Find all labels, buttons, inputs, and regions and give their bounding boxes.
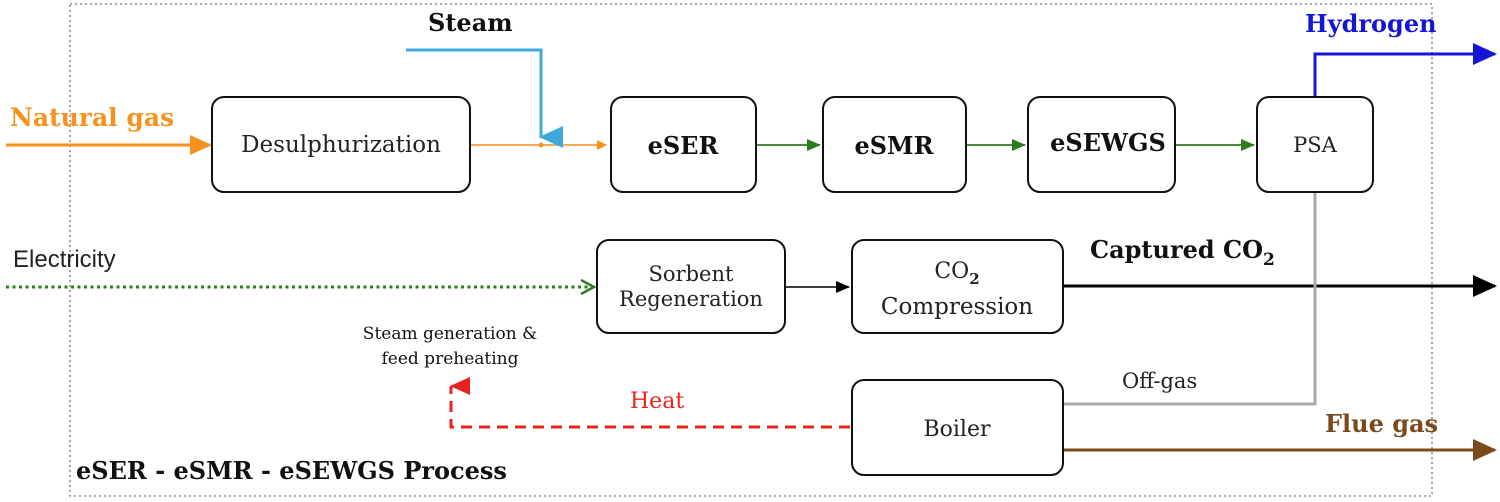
boiler-label: Boiler (923, 417, 991, 442)
steam-generation-label-line2: feed preheating (381, 349, 518, 369)
esewgs-label: eSEWGS (1050, 128, 1166, 157)
sorbent-label-line1: Sorbent (649, 262, 734, 286)
desulphurization-box: Desulphurization (211, 96, 471, 193)
esmr-label: eSMR (854, 131, 934, 160)
steam-junction (538, 142, 544, 148)
psa-label: PSA (1293, 133, 1338, 157)
heat-label: Heat (630, 389, 684, 414)
boiler-box: Boiler (851, 379, 1064, 476)
eser-label: eSER (648, 131, 720, 160)
process-boundary (69, 3, 1433, 497)
natural-gas-label: Natural gas (10, 103, 174, 132)
captured-co2-prefix: Captured CO (1090, 235, 1263, 264)
sorbent-label-line2: Regeneration (619, 287, 763, 311)
off-gas-arrow (1048, 193, 1317, 414)
co2-label-prefix: CO (934, 259, 969, 284)
esewgs-box: eSEWGS (1027, 96, 1176, 193)
captured-co2-subscript: 2 (1263, 250, 1275, 270)
hydrogen-label: Hydrogen (1305, 9, 1437, 38)
desulphurization-label: Desulphurization (241, 132, 441, 158)
steam-arrow (406, 48, 563, 148)
co2-label-subscript: 2 (969, 270, 979, 288)
electricity-label: Electricity (13, 246, 116, 273)
co2-compression-label-line2: Compression (881, 294, 1033, 320)
steam-label: Steam (428, 8, 513, 37)
steam-generation-label-line1: Steam generation & (363, 324, 537, 344)
flue-gas-label: Flue gas (1325, 409, 1438, 438)
hydrogen-arrow (1313, 43, 1497, 97)
eser-box: eSER (610, 96, 757, 193)
off-gas-label: Off-gas (1122, 369, 1197, 393)
esmr-box: eSMR (822, 96, 967, 193)
sorbent-regeneration-box: Sorbent Regeneration (596, 239, 786, 334)
captured-co2-label: Captured CO2 (1090, 235, 1275, 270)
co2-compression-label-line1: CO2 (934, 259, 979, 288)
heat-arrow (449, 377, 850, 429)
co2-compression-box: CO2 Compression (851, 239, 1064, 334)
psa-box: PSA (1256, 96, 1374, 193)
process-title: eSER - eSMR - eSEWGS Process (76, 456, 507, 485)
